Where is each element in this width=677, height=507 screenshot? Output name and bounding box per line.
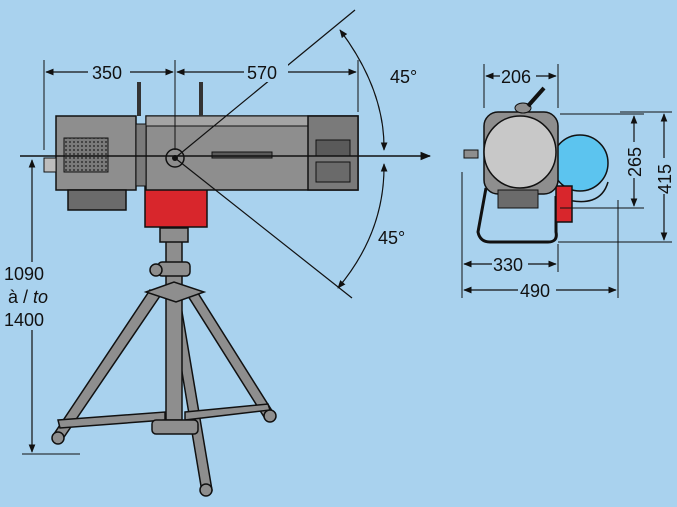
side-view: 45° 45° 350 570 1090 à / to 1400 [0,9,432,497]
tripod-foot-left [51,431,65,445]
height-min-label: 1090 [4,264,44,284]
handle-front [199,82,203,116]
front-top-handle [514,102,532,114]
tripod [51,227,277,497]
handle-rear [137,82,141,116]
front-yoke-frame [476,187,558,244]
tripod-column-collar [159,227,189,243]
front-top-lever [526,86,546,108]
tilt-arc-up [339,29,388,151]
tilt-line-down [174,157,353,299]
dim-490-label: 490 [520,281,550,301]
dim-350-label: 350 [92,63,122,83]
lamp-house-lower [67,189,127,211]
tripod-foot-right [263,409,277,423]
tripod-spider [143,281,207,303]
front-view: 206 265 415 330 490 [461,64,675,301]
front-control-panel [315,139,351,157]
dim-330-label: 330 [493,255,523,275]
dim-570-label: 570 [247,63,277,83]
tripod-clamp [157,261,191,277]
front-lens [483,115,557,189]
front-side-clamp [463,149,479,159]
tripod-foot-front [199,483,213,497]
front-red-yoke [555,185,573,223]
dim-206-label: 206 [501,67,531,87]
tilt-arc-down [337,163,388,289]
tripod-knob [149,263,163,277]
lamp-house-grille [63,137,109,173]
body-slot [211,151,273,159]
angle-label-top: 45° [390,67,417,87]
front-vent [315,161,351,183]
rear-handle [43,157,57,173]
height-separator-a: à / [8,287,33,307]
height-separator: à / to [8,287,48,307]
tilt-line-up [174,9,356,159]
angle-label-bottom: 45° [378,228,405,248]
dim-415-label: 415 [655,164,675,194]
color-changer-disc [551,134,609,192]
body-connector [135,123,147,187]
height-separator-to: to [33,287,48,307]
body-top-strip [145,115,309,127]
front-base [497,189,539,209]
tripod-lower-clamp [151,419,199,435]
dim-265-label: 265 [625,147,645,177]
height-max-label: 1400 [4,310,44,330]
